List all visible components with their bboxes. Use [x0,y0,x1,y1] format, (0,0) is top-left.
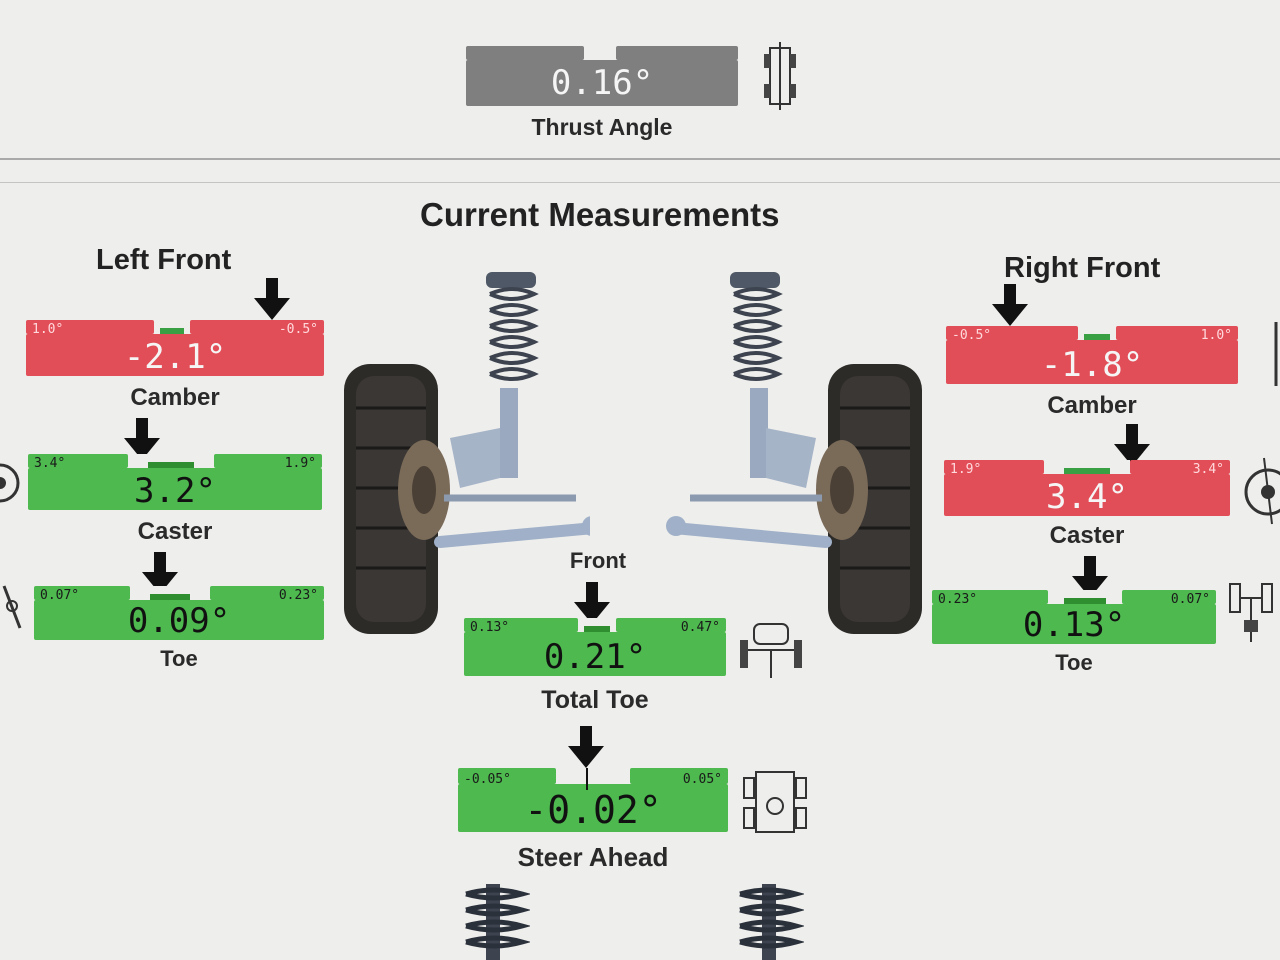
right-suspension-illustration [666,272,922,634]
right-front-title: Right Front [1004,252,1161,284]
left-toe-value: 0.09° [127,601,231,641]
left-caster-icon [0,463,20,503]
steer-ahead-label: Steer Ahead [517,842,669,872]
front-label: Front [569,548,627,573]
right-toe-value: 0.13° [1022,605,1126,645]
left-toe-label: Toe [160,646,198,671]
rear-right-spring-illustration [739,884,804,960]
right-toe-max: 0.07° [1170,592,1210,607]
total-toe-max: 0.47° [680,620,720,635]
total-toe-label: Total Toe [541,686,649,714]
left-toe-max: 0.23° [278,588,318,603]
left-camber-value: -2.1° [123,337,227,377]
right-toe-icon [1229,583,1273,642]
steer-ahead-value: -0.02° [524,788,662,832]
left-camber-arrow [254,278,290,320]
left-camber-label: Camber [130,384,220,411]
left-caster-gauge: 3.4° 1.9° 3.2° [28,454,322,510]
rear-left-spring-illustration [465,884,530,960]
section-divider [0,158,1280,160]
right-camber-icon [1274,322,1278,386]
left-caster-max: 1.9° [284,456,316,471]
steer-ahead-gauge: -0.05° 0.05° -0.02° [458,768,728,832]
left-caster-min: 3.4° [34,456,66,471]
left-caster-arrow [124,418,160,460]
left-caster-value: 3.2° [134,471,216,511]
current-measurements-title: Current Measurements [420,196,780,233]
right-toe-gauge: 0.23° 0.07° 0.13° [932,590,1216,644]
right-camber-min: -0.5° [952,328,992,343]
steer-ahead-arrow [568,726,604,768]
right-caster-icon [1244,457,1280,525]
left-toe-min: 0.07° [40,588,80,603]
steer-ahead-max: 0.05° [682,772,722,787]
left-suspension-illustration [344,272,590,634]
right-toe-label: Toe [1055,650,1093,675]
thrust-angle-value: 0.16° [550,63,654,103]
right-camber-gauge: -0.5° 1.0° -1.8° [946,326,1238,384]
left-camber-min: 1.0° [32,322,64,337]
right-caster-min: 1.9° [950,462,982,477]
total-toe-arrow [574,582,610,624]
right-caster-value: 3.4° [1046,477,1128,517]
total-toe-min: 0.13° [470,620,510,635]
left-caster-label: Caster [137,518,213,545]
right-camber-label: Camber [1047,392,1137,419]
left-camber-max: -0.5° [278,322,318,337]
section-divider-secondary [0,182,1280,183]
right-caster-gauge: 1.9° 3.4° 3.4° [944,460,1230,516]
left-toe-gauge: 0.07° 0.23° 0.09° [34,586,324,640]
vehicle-thrust-icon [764,42,796,110]
left-camber-gauge: 1.0° -0.5° -2.1° [26,320,324,376]
total-toe-value: 0.21° [543,637,647,677]
total-toe-icon [740,623,802,678]
right-camber-max: 1.0° [1200,328,1232,343]
right-caster-label: Caster [1049,522,1125,549]
right-caster-max: 3.4° [1192,462,1224,477]
right-camber-arrow [992,284,1028,326]
left-toe-icon [2,585,22,629]
thrust-angle-label: Thrust Angle [531,114,673,140]
right-toe-min: 0.23° [938,592,978,607]
right-caster-arrow [1114,424,1150,466]
left-front-title: Left Front [96,244,232,276]
steer-ahead-icon [743,771,807,833]
total-toe-gauge: 0.13° 0.47° 0.21° [464,618,726,676]
right-toe-arrow [1072,556,1108,598]
left-toe-arrow [142,552,178,594]
thrust-angle-gauge: 0.16° [466,46,738,106]
steer-ahead-min: -0.05° [464,772,511,787]
right-camber-value: -1.8° [1040,345,1144,385]
